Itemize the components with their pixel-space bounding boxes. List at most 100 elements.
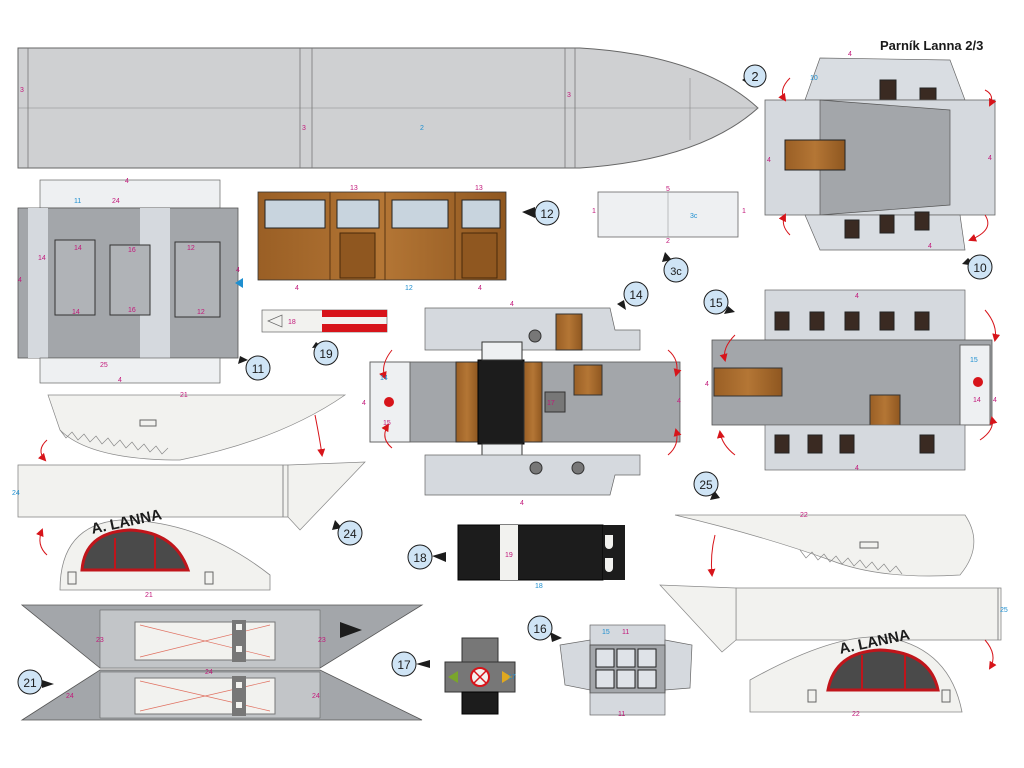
- svg-text:24: 24: [12, 490, 20, 497]
- svg-text:13: 13: [475, 185, 483, 192]
- svg-text:14: 14: [72, 309, 80, 316]
- svg-text:21: 21: [145, 592, 153, 599]
- callout-3c: 3c: [662, 252, 689, 283]
- svg-text:17: 17: [547, 400, 555, 407]
- part-2-hull-side: 3 3 3 2: [17, 47, 759, 169]
- svg-text:4: 4: [855, 465, 859, 472]
- svg-text:10: 10: [810, 75, 818, 82]
- svg-text:4: 4: [295, 285, 299, 292]
- svg-text:14: 14: [38, 255, 46, 262]
- svg-text:18: 18: [413, 551, 427, 565]
- callout-17: 17: [391, 651, 430, 677]
- svg-text:4: 4: [848, 51, 852, 58]
- callout-21: 21: [17, 669, 54, 695]
- callout-14: 14: [617, 281, 649, 310]
- svg-text:23: 23: [318, 637, 326, 644]
- page-title: Parník Lanna 2/3: [880, 38, 984, 53]
- svg-text:3c: 3c: [690, 213, 698, 220]
- svg-text:11: 11: [252, 362, 265, 376]
- svg-text:4: 4: [988, 155, 992, 162]
- svg-text:16: 16: [128, 247, 136, 254]
- svg-text:14: 14: [629, 288, 643, 302]
- svg-text:4: 4: [520, 500, 524, 507]
- svg-text:4: 4: [125, 178, 129, 185]
- part-25-paddlebox: 22 25 22 A. LANNA: [659, 512, 1008, 718]
- svg-text:14: 14: [973, 397, 981, 404]
- svg-text:21: 21: [23, 676, 37, 690]
- hull-label: 2: [420, 125, 424, 132]
- part-17-cross: 17: [444, 637, 516, 715]
- callout-24: 24: [332, 520, 363, 546]
- svg-text:11: 11: [622, 629, 629, 636]
- svg-text:4: 4: [677, 398, 681, 405]
- svg-text:12: 12: [540, 207, 554, 221]
- svg-text:24: 24: [205, 669, 213, 676]
- svg-text:4: 4: [362, 400, 366, 407]
- part-15-cabin-unfold: 4 4 15 14 4 4: [705, 289, 1001, 472]
- hull-label: 3: [20, 87, 24, 94]
- svg-text:17: 17: [508, 674, 516, 681]
- svg-text:12: 12: [187, 245, 195, 252]
- callout-25: 25: [693, 471, 720, 500]
- svg-text:4: 4: [236, 267, 240, 274]
- svg-text:23: 23: [96, 637, 104, 644]
- part-24-paddlebox: 21 24 21 A. LANNA: [12, 392, 366, 599]
- callout-15: 15: [703, 289, 735, 315]
- svg-text:16: 16: [533, 622, 547, 636]
- svg-text:12: 12: [197, 309, 205, 316]
- svg-text:4: 4: [855, 293, 859, 300]
- svg-text:4: 4: [767, 157, 771, 164]
- part-16-skylight: 15 11 11: [559, 624, 693, 718]
- svg-text:18: 18: [288, 319, 296, 326]
- svg-text:25: 25: [1000, 607, 1008, 614]
- svg-text:4: 4: [18, 277, 22, 284]
- svg-text:12: 12: [405, 285, 413, 292]
- svg-text:22: 22: [800, 512, 808, 519]
- svg-text:11: 11: [618, 711, 625, 718]
- svg-text:4: 4: [118, 377, 122, 384]
- svg-text:2: 2: [666, 238, 670, 245]
- svg-text:15: 15: [970, 357, 978, 364]
- svg-text:5: 5: [666, 186, 670, 193]
- svg-text:15: 15: [602, 629, 610, 636]
- svg-text:17: 17: [397, 658, 411, 672]
- svg-text:18: 18: [535, 583, 543, 590]
- svg-text:10: 10: [973, 261, 987, 275]
- part-11-deck: 4 11 24 14 14 14 16 16 12 12 4 4 25 4: [17, 178, 243, 384]
- svg-text:1: 1: [592, 208, 596, 215]
- svg-text:14: 14: [74, 245, 82, 252]
- callout-18: 18: [407, 544, 446, 570]
- svg-text:19: 19: [505, 552, 513, 559]
- svg-text:4: 4: [478, 285, 482, 292]
- svg-text:25: 25: [100, 362, 108, 369]
- svg-text:1: 1: [742, 208, 746, 215]
- part-18-funnel: 19 18: [457, 524, 625, 590]
- part-10-cabin-roof: 4 10 4 4 4: [764, 51, 997, 251]
- svg-text:14: 14: [380, 375, 388, 382]
- svg-text:4: 4: [510, 301, 514, 308]
- part-3c-panel: 5 1 3c 1 2: [592, 186, 746, 245]
- svg-text:3c: 3c: [670, 266, 682, 278]
- svg-text:22: 22: [852, 711, 860, 718]
- hull-label: 3: [302, 125, 306, 132]
- svg-text:16: 16: [128, 307, 136, 314]
- svg-text:11: 11: [74, 198, 81, 205]
- svg-text:15: 15: [709, 296, 723, 310]
- hull-label: 3: [567, 92, 571, 99]
- svg-text:4: 4: [705, 381, 709, 388]
- callout-12: 12: [522, 200, 560, 226]
- svg-text:24: 24: [343, 527, 357, 541]
- svg-text:24: 24: [66, 693, 74, 700]
- svg-text:21: 21: [180, 392, 188, 399]
- svg-text:24: 24: [312, 693, 320, 700]
- svg-text:2: 2: [751, 69, 758, 84]
- callout-11: 11: [238, 355, 271, 381]
- part-21-deck-bottom: 23 23 24 24 24: [20, 604, 424, 721]
- svg-text:15: 15: [383, 420, 391, 427]
- callout-2: 2: [742, 64, 767, 88]
- svg-text:19: 19: [319, 347, 333, 361]
- part-12-cabin-side: 13 13 4 12 4: [257, 185, 507, 292]
- svg-text:4: 4: [993, 397, 997, 404]
- callout-19: 19: [312, 340, 339, 366]
